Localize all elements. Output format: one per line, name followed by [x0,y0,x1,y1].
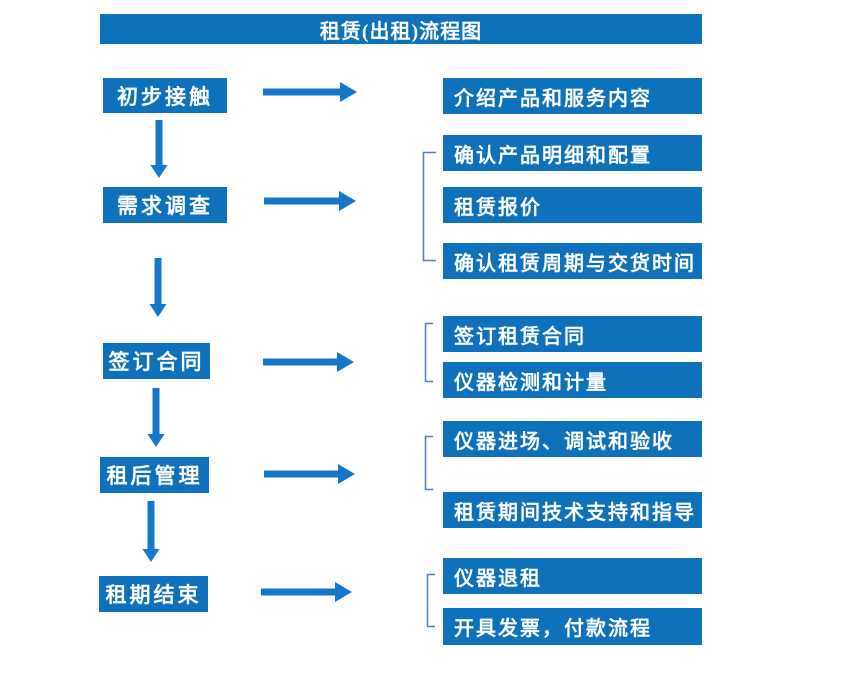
detail-box-sign-rental-contract: 签订租赁合同 [443,316,702,352]
stage-box-rental-end: 租期结束 [99,576,208,612]
right-arrow-1 [263,82,357,102]
down-arrow-1 [150,120,168,178]
detail-box-invoice-payment: 开具发票，付款流程 [443,608,702,645]
right-arrow-4 [264,464,355,484]
detail-box-rental-tech-support: 租赁期间技术支持和指导 [443,492,702,528]
right-arrow-5 [261,582,352,602]
group-bracket-3 [424,435,433,491]
stage-box-post-rental-management: 租后管理 [100,457,209,493]
down-arrow-3 [147,388,165,447]
stage-box-demand-survey: 需求调查 [103,187,227,223]
detail-box-instrument-arrival-acceptance: 仪器进场、调试和验收 [443,421,702,457]
right-arrow-3 [263,352,354,372]
down-arrow-4 [142,501,160,562]
right-arrow-2 [264,191,356,211]
down-arrow-2 [149,258,167,317]
group-bracket-2 [424,322,433,383]
title-bar: 租赁(出租)流程图 [100,14,702,44]
page-title: 租赁(出租)流程图 [319,20,483,43]
group-bracket-4 [426,573,435,628]
stage-box-sign-contract: 签订合同 [103,343,210,379]
group-bracket-1 [422,151,436,262]
stage-box-initial-contact: 初步接触 [103,78,227,113]
detail-box-introduce-products-services: 介绍产品和服务内容 [443,78,702,114]
detail-box-rental-quote: 租赁报价 [443,187,702,223]
detail-box-instrument-testing-metering: 仪器检测和计量 [443,362,702,398]
detail-box-instrument-return: 仪器退租 [443,558,702,594]
detail-box-confirm-rental-period-delivery: 确认租赁周期与交货时间 [443,243,702,279]
detail-box-confirm-product-details: 确认产品明细和配置 [443,135,702,171]
